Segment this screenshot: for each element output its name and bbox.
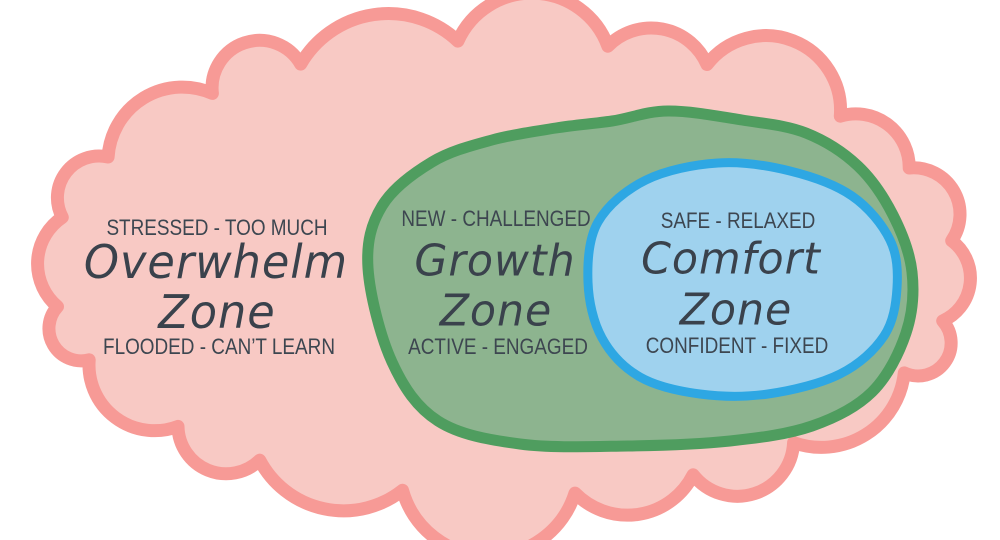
growth-title-line2: Zone	[439, 285, 553, 337]
comfort-title-line1: Comfort	[641, 233, 821, 285]
comfort-top-label: SAFE - RELAXED	[660, 208, 816, 233]
comfort-zone-shape	[583, 158, 902, 401]
growth-top-label: NEW - CHALLENGED	[401, 206, 591, 231]
overwhelm-title-line1: Overwhelm	[83, 235, 349, 289]
comfort-bottom-label: CONFIDENT - FIXED	[645, 333, 829, 358]
growth-title-line1: Growth	[414, 235, 576, 287]
overwhelm-top-label: STRESSED - TOO MUCH	[106, 215, 328, 240]
growth-bottom-label: ACTIVE - ENGAGED	[408, 334, 588, 359]
overwhelm-bottom-label: FLOODED - CAN’T LEARN	[103, 334, 335, 359]
comfort-title-line2: Zone	[679, 284, 793, 336]
overwhelm-title-line2: Zone	[158, 285, 276, 339]
